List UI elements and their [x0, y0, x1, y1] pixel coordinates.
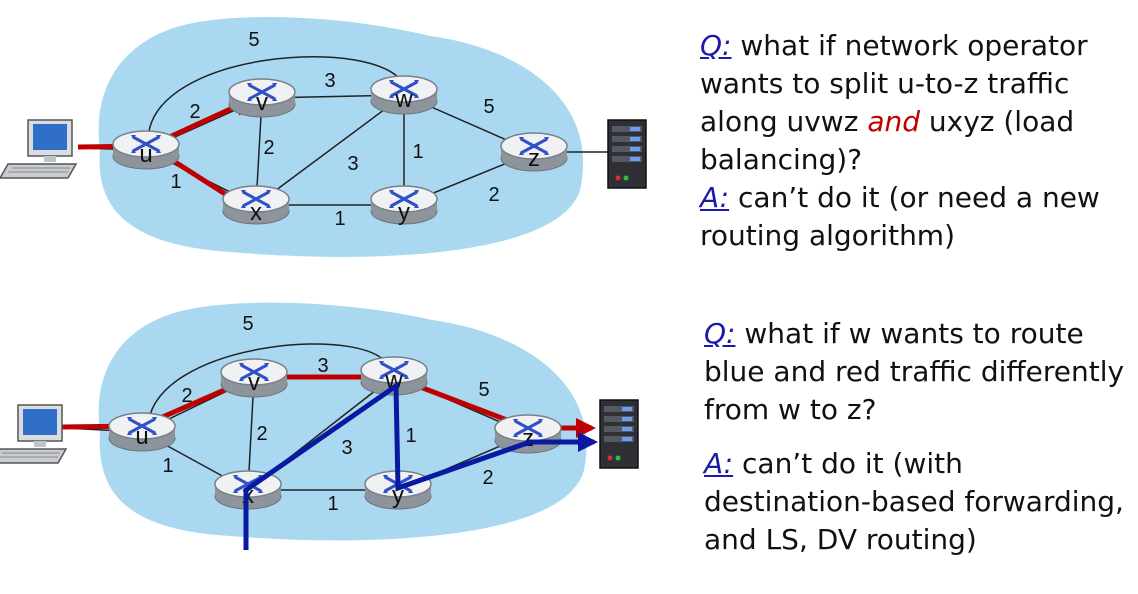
- weight-vw: 3: [324, 70, 335, 92]
- router-label-x: x: [250, 199, 262, 226]
- server-icon: [607, 119, 647, 189]
- router-z: z: [493, 413, 563, 455]
- laptop-icon: [0, 404, 67, 464]
- router-label-u: u: [139, 141, 152, 168]
- q-text: from w to z?: [704, 393, 877, 426]
- a-label: A:: [700, 181, 730, 214]
- router-v: v: [227, 77, 297, 119]
- network-cloud: [98, 17, 584, 257]
- q-text: balancing)?: [700, 143, 863, 176]
- weight-vw: 3: [317, 355, 328, 377]
- blue-path-xwyz: [243, 381, 598, 550]
- qa-block-1: Q: what if network operator wants to spl…: [700, 27, 1100, 255]
- a-text: can’t do it (with: [733, 447, 963, 480]
- weight-xy: 1: [327, 493, 338, 515]
- weight-xy: 1: [334, 208, 345, 230]
- router-label-u: u: [135, 423, 148, 450]
- weight-xw: 3: [347, 153, 358, 175]
- router-label-y: y: [398, 199, 410, 226]
- weight-ux: 1: [162, 455, 173, 477]
- router-u: u: [111, 129, 181, 171]
- link-uw: [147, 56, 405, 141]
- router-v: v: [219, 357, 289, 399]
- router-w: w: [369, 74, 439, 116]
- q-text: along uvwz: [700, 105, 868, 138]
- weight-xw: 3: [341, 437, 352, 459]
- router-label-v: v: [256, 89, 268, 116]
- router-y: y: [369, 184, 439, 226]
- router-label-z: z: [528, 145, 540, 172]
- a-label: A:: [704, 447, 734, 480]
- weight-yz: 2: [488, 184, 499, 206]
- server-icon: [599, 399, 639, 469]
- q-text: what if w wants to route: [735, 317, 1084, 350]
- weight-uv: 2: [181, 385, 192, 407]
- diagram-2: 5 2 3 5 2 3 1 1 1 2 u v w x y z: [0, 302, 639, 550]
- router-w: w: [359, 355, 429, 397]
- a-text: and LS, DV routing): [704, 523, 977, 556]
- weight-wy: 1: [412, 141, 423, 163]
- router-label-w: w: [394, 86, 413, 113]
- link-weights: 5 2 3 5 2 3 1 1 1 2: [162, 313, 493, 515]
- blue-path: [243, 381, 598, 550]
- weight-uv: 2: [189, 101, 200, 123]
- link-weights: 5 2 3 5 2 3 1 1 1 2: [170, 29, 499, 230]
- q-text: wants to split u-to-z traffic: [700, 67, 1070, 100]
- weight-uw: 5: [248, 29, 259, 51]
- link-xw: [255, 94, 405, 206]
- qa-block-2: Q: what if w wants to route blue and red…: [704, 315, 1124, 559]
- q-text: uxyz (load: [920, 105, 1075, 138]
- router-u: u: [107, 411, 177, 453]
- router-z: z: [499, 131, 569, 173]
- a-text: can’t do it (or need a new: [729, 181, 1100, 214]
- network-diagrams: 5 2 3 5 2 3 1 1 1 2 u v w x y z: [0, 17, 647, 550]
- q-text: what if network operator: [731, 29, 1088, 62]
- weight-yz: 2: [482, 467, 493, 489]
- a-text: destination-based forwarding,: [704, 485, 1124, 518]
- q-text: blue and red traffic differently: [704, 355, 1125, 388]
- router-label-v: v: [248, 369, 260, 396]
- weight-uw: 5: [242, 313, 253, 335]
- weight-vx: 2: [263, 137, 274, 159]
- link-uw: [147, 343, 391, 429]
- weight-vx: 2: [256, 423, 267, 445]
- q-label: Q:: [700, 29, 732, 62]
- a-text: routing algorithm): [700, 219, 956, 252]
- weight-wy: 1: [405, 425, 416, 447]
- diagram-1: 5 2 3 5 2 3 1 1 1 2 u v w x y z: [0, 17, 647, 257]
- weight-wz: 5: [478, 379, 489, 401]
- router-label-w: w: [384, 367, 403, 394]
- q-emphasis: and: [867, 105, 920, 138]
- weight-wz: 5: [483, 96, 494, 118]
- router-x: x: [221, 184, 291, 226]
- laptop-icon: [0, 119, 77, 179]
- weight-ux: 1: [170, 171, 181, 193]
- q-label: Q:: [704, 317, 736, 350]
- router-label-z: z: [522, 425, 534, 452]
